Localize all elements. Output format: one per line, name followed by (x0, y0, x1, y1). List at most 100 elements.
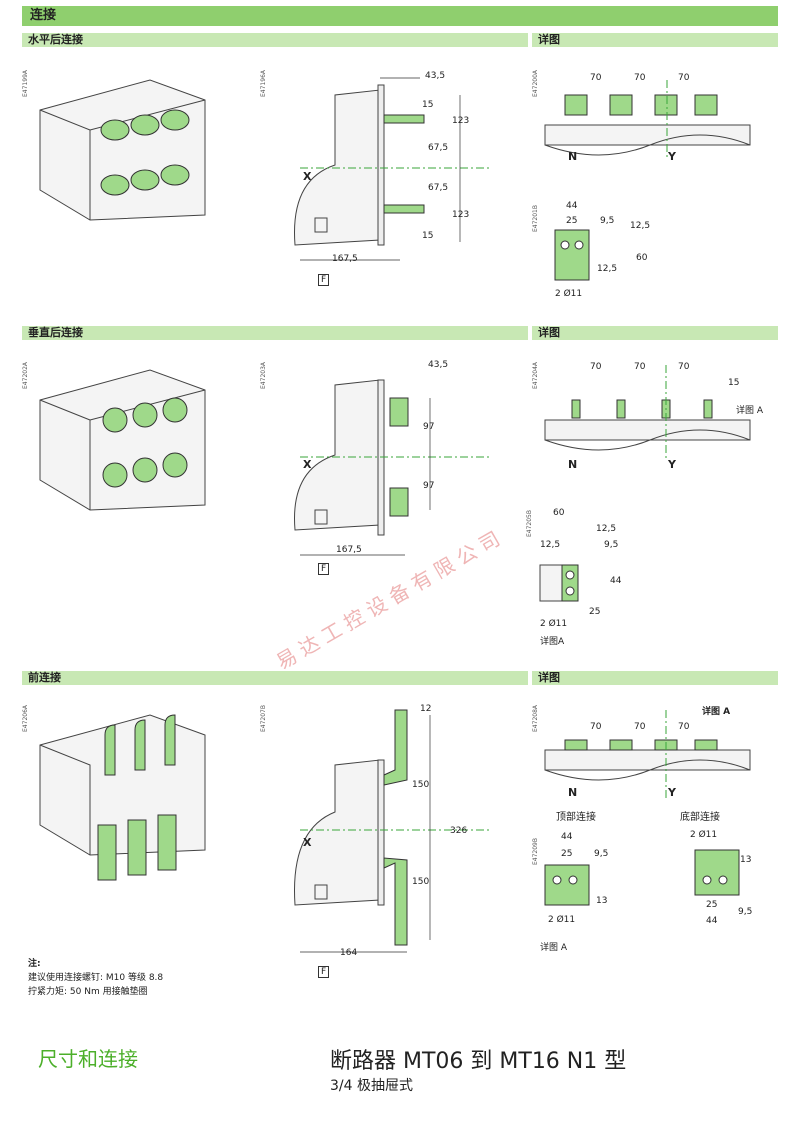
breaker-isometric-front (39, 714, 206, 881)
axis-x-label: X (303, 170, 312, 183)
dim-label: 70 (678, 362, 690, 372)
ref-code: E47199A (22, 70, 29, 97)
dim-label: 9,5 (594, 849, 609, 859)
dim-label: 70 (590, 73, 602, 83)
dim-label: 12,5 (540, 540, 561, 550)
detail-view-front (544, 710, 751, 800)
dim-label: 150 (412, 877, 430, 887)
detail-view-horizontal (544, 80, 751, 160)
dim-label: 150 (412, 780, 430, 790)
dim-label: 44 (706, 916, 718, 926)
section-2-title: 垂直后连接 (22, 326, 528, 340)
axis-x-label: X (303, 458, 312, 471)
busbar-bottom-detail (694, 849, 740, 896)
ref-code: E47205B (526, 510, 533, 537)
dim-label: 167,5 (336, 545, 362, 555)
dim-label: 12,5 (596, 524, 617, 534)
dim-label: 326 (450, 826, 468, 836)
dim-label: 167,5 (332, 254, 358, 264)
dim-label: 70 (590, 362, 602, 372)
ref-code: E47207B (260, 705, 267, 732)
dim-label: 123 (452, 210, 470, 220)
side-view-vertical (294, 379, 490, 556)
dim-label: 9,5 (604, 540, 619, 550)
ref-code: E47201B (532, 205, 539, 232)
dim-label: 25 (561, 849, 573, 859)
dim-label: 67,5 (428, 183, 449, 193)
dim-label: 70 (634, 722, 646, 732)
bottom-connection-label: 底部连接 (680, 812, 720, 823)
detail-a-label: 详图 A (702, 707, 731, 717)
front-reference-f: F (318, 563, 330, 575)
dim-label: 70 (634, 73, 646, 83)
dim-label: 2 Ø11 (548, 915, 576, 925)
dim-label: 13 (740, 855, 752, 865)
dim-label: 25 (566, 216, 578, 226)
detail-a-label: 详图 A (540, 943, 568, 953)
section-header: 连接 (22, 6, 778, 26)
axis-n-label: N (568, 150, 578, 163)
side-view-front (294, 709, 490, 953)
front-reference-f: F (318, 274, 330, 286)
top-connection-label: 顶部连接 (556, 812, 596, 823)
dim-label: 67,5 (428, 143, 449, 153)
ref-code: E47204A (532, 362, 539, 389)
section-3-title: 前连接 (22, 671, 528, 685)
dim-label: 25 (706, 900, 718, 910)
section-1-detail-title: 详图 (532, 33, 778, 47)
detail-view-vertical (544, 365, 751, 460)
busbar-top-detail (544, 864, 590, 906)
dim-label: 70 (678, 722, 690, 732)
dim-label: 43,5 (425, 71, 446, 81)
dim-label: 15 (422, 100, 434, 110)
axis-y-label: Y (668, 786, 676, 799)
dim-label: 44 (561, 832, 573, 842)
ref-code: E47209B (532, 838, 539, 865)
busbar-small-detail (539, 564, 579, 602)
dim-label: 44 (566, 201, 578, 211)
detail-a-label: 详图 A (736, 406, 764, 416)
breaker-isometric-horizontal (39, 79, 206, 221)
dim-label: 123 (452, 116, 470, 126)
section-3-detail-title: 详图 (532, 671, 778, 685)
detail-a-label: 详图A (540, 637, 565, 647)
section-1-title: 水平后连接 (22, 33, 528, 47)
ref-code: E47203A (260, 362, 267, 389)
dim-label: 15 (728, 378, 740, 388)
dim-label: 164 (340, 948, 358, 958)
axis-y-label: Y (668, 150, 676, 163)
footer-title: 断路器 MT06 到 MT16 N1 型 (330, 1049, 627, 1074)
dim-label: 12 (420, 704, 432, 714)
dim-label: 44 (610, 576, 622, 586)
dim-label: 25 (589, 607, 601, 617)
dim-label: 12,5 (630, 221, 651, 231)
dim-label: 97 (423, 481, 435, 491)
ref-code: E47196A (260, 70, 267, 97)
dim-label: 2 Ø11 (540, 619, 568, 629)
side-view-horizontal (294, 77, 490, 261)
dim-label: 43,5 (428, 360, 449, 370)
dim-label: 60 (553, 508, 565, 518)
dim-label: 60 (636, 253, 648, 263)
footer-subtitle: 3/4 极抽屉式 (330, 1078, 413, 1094)
dim-label: 15 (422, 231, 434, 241)
dim-label: 97 (423, 422, 435, 432)
footer-section-name: 尺寸和连接 (38, 1047, 138, 1071)
axis-n-label: N (568, 786, 578, 799)
dim-label: 13 (596, 896, 608, 906)
breaker-isometric-vertical (39, 369, 206, 511)
dim-label: 70 (590, 722, 602, 732)
dim-label: 9,5 (738, 907, 753, 917)
section-2-detail-title: 详图 (532, 326, 778, 340)
axis-y-label: Y (668, 458, 676, 471)
dim-label: 2 Ø11 (555, 289, 583, 299)
dim-label: 12,5 (597, 264, 618, 274)
ref-code: E47200A (532, 70, 539, 97)
dim-label: 2 Ø11 (690, 830, 718, 840)
dim-label: 70 (678, 73, 690, 83)
busbar-small-detail (554, 229, 590, 281)
ref-code: E47208A (532, 705, 539, 732)
notes-line: 拧紧力矩: 50 Nm 用接触垫圈 (28, 987, 148, 997)
axis-x-label: X (303, 836, 312, 849)
front-reference-f: F (318, 966, 330, 978)
